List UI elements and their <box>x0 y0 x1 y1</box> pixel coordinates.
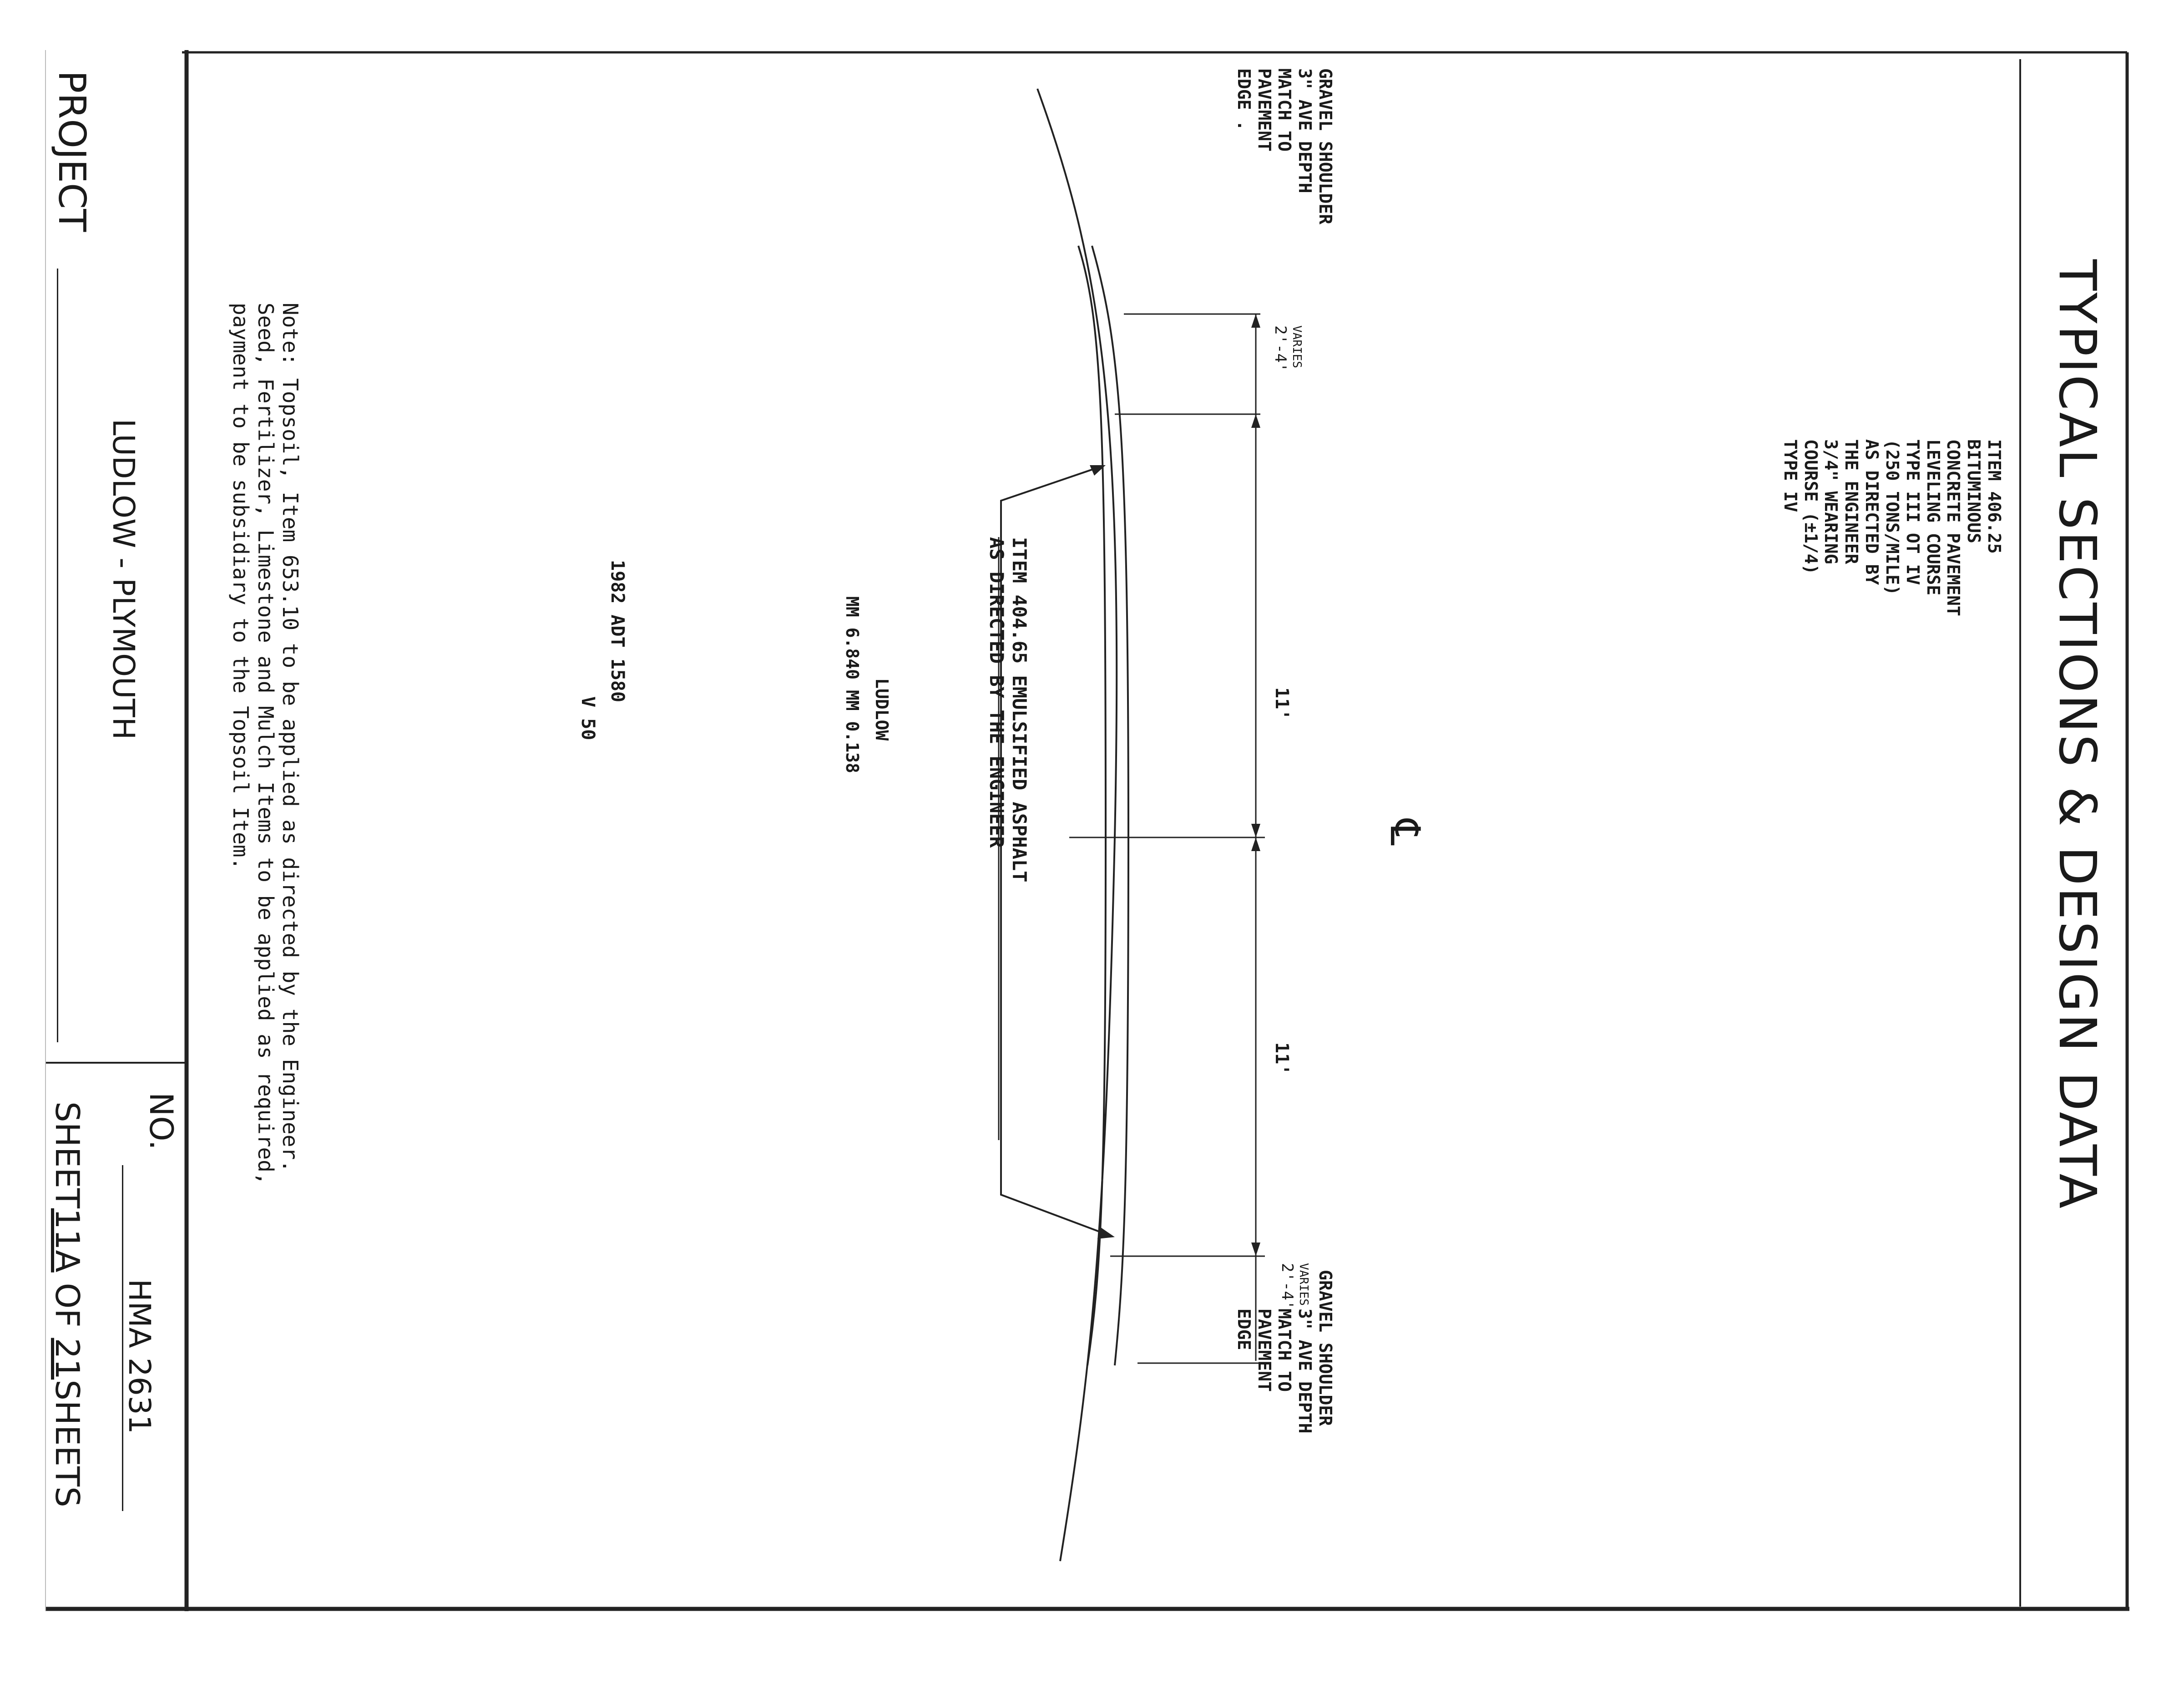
sheet-prefix: SHEET <box>48 1101 86 1208</box>
sheet-of: OF <box>48 1283 86 1328</box>
traffic-adt: 1982 ADT 1580 <box>607 560 628 703</box>
left-shoulder-line-5: EDGE . <box>1234 68 1254 131</box>
project-no-value: HMA 2631 <box>122 1279 157 1434</box>
total-sheets: 21 <box>48 1338 86 1380</box>
project-no-label: NO. <box>142 1092 180 1150</box>
left-shoulder-note: GRAVEL SHOULDER 3" AVE DEPTH MATCH TO PA… <box>1234 68 1335 224</box>
location-town: LUDLOW <box>872 678 892 741</box>
right-varies-dimension: VARIES 2'-4' <box>1278 1263 1310 1309</box>
right-shoulder-line-5: EDGE <box>1234 1309 1254 1350</box>
surface-line-inner <box>1091 245 1130 1366</box>
dimension-arrows <box>1251 314 1260 1256</box>
leveling-course-spec: ITEM 406.25 BITUMINOUS CONCRETE PAVEMENT… <box>1780 439 2004 619</box>
project-underline <box>57 269 58 1042</box>
left-varies-value: 2'-4' <box>1271 325 1290 372</box>
right-shoulder-line-1: GRAVEL SHOULDER <box>1315 1270 1335 1426</box>
right-varies-label: VARIES <box>1297 1263 1310 1306</box>
traffic-speed: V 50 <box>577 696 598 740</box>
left-shoulder-line-1: GRAVEL SHOULDER <box>1315 68 1335 225</box>
sheet-suffix: SHEETS <box>48 1380 86 1507</box>
note-line-2: Seed, Fertilizer, Limestone and Mulch It… <box>253 303 278 1185</box>
roadway-profile <box>1036 88 1130 1562</box>
sheet-number: 11A <box>48 1208 86 1273</box>
emulsified-line-2: AS DIRECTED BY THE ENGINEER <box>986 537 1008 848</box>
left-varies-dimension: VARIES 2'-4' <box>1271 325 1304 372</box>
emulsified-leader <box>1000 466 1111 1237</box>
right-varies-value: 2'-4' <box>1278 1263 1297 1310</box>
project-label: PROJECT <box>50 71 93 232</box>
leveling-spec-line-2: LEVELING COURSE TYPE III OT IV (250 TONS… <box>1882 439 1943 596</box>
drawing-title: TYPICAL SECTIONS & DESIGN DATA <box>2048 259 2107 1211</box>
location-mileposts: MM 6.840 MM 0.138 <box>842 596 862 773</box>
leveling-spec-line-1: ITEM 406.25 BITUMINOUS CONCRETE PAVEMENT <box>1943 439 2004 616</box>
centerline-symbol: ℄ <box>1381 819 1429 846</box>
emulsified-leader-arrows <box>1090 465 1115 1239</box>
leveling-spec-line-4: 3/4" WEARING COURSE (±1/4) TYPE IV <box>1780 439 1841 575</box>
left-shoulder-line-4: PAVEMENT <box>1254 68 1274 152</box>
topsoil-note: Note: Topsoil, Item 653.10 to be applied… <box>228 303 303 1185</box>
project-name: LUDLOW - PLYMOUTH <box>106 419 141 740</box>
left-shoulder-line-2: 3" AVE DEPTH <box>1295 68 1315 193</box>
leveling-spec-line-3: AS DIRECTED BY THE ENGINEER <box>1841 439 1882 585</box>
left-varies-label: VARIES <box>1290 325 1304 368</box>
left-lane-width: 11' <box>1271 687 1292 720</box>
project-no-underline <box>122 1165 123 1511</box>
emulsified-line-1: ITEM 404.65 EMULSIFIED ASPHALT <box>1008 537 1031 883</box>
surface-line-outer <box>1077 245 1107 1366</box>
emulsified-asphalt-spec: ITEM 404.65 EMULSIFIED ASPHALT AS DIRECT… <box>986 537 1031 883</box>
dimension-lines <box>1069 313 1269 1364</box>
sheet-frame <box>45 50 2129 1611</box>
right-lane-width: 11' <box>1271 1042 1292 1075</box>
sheet-count: SHEET11A OF 21SHEETS <box>48 1101 86 1507</box>
note-line-1: Note: Topsoil, Item 653.10 to be applied… <box>278 303 303 1172</box>
note-line-3: payment to be subsidiary to the Topsoil … <box>228 303 253 870</box>
left-shoulder-line-3: MATCH TO <box>1274 68 1295 152</box>
right-shoulder-line-4: PAVEMENT <box>1254 1309 1274 1392</box>
